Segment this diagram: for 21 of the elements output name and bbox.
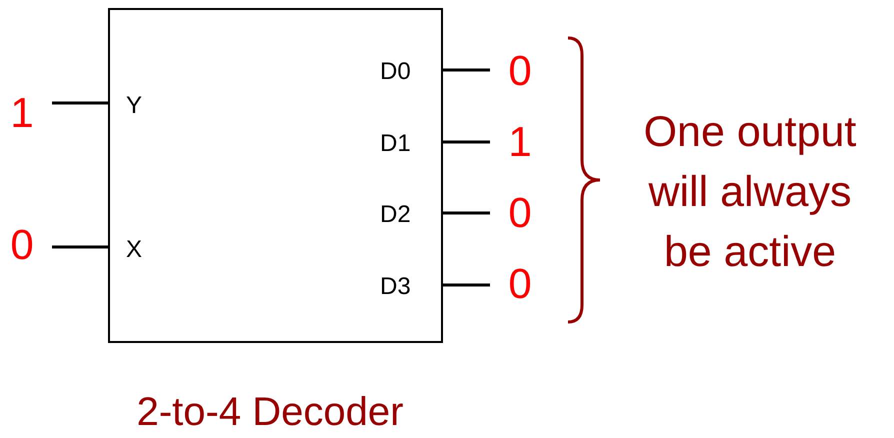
wire-line: [443, 212, 490, 214]
pin-label: D3: [380, 275, 411, 299]
signal-value: 0: [2, 224, 42, 266]
signal-value: 0: [500, 50, 540, 92]
signal-value: 1: [2, 92, 42, 134]
pin-label: Y: [126, 94, 142, 118]
wire-line: [52, 246, 108, 248]
wire-line: [443, 68, 490, 72]
pin-label: D0: [380, 60, 411, 84]
wire-line: [52, 102, 108, 104]
pin-label: D2: [380, 203, 411, 227]
pin-label: D1: [380, 132, 411, 156]
wire-line: [443, 140, 490, 144]
signal-value: 0: [500, 263, 540, 305]
decoder-caption: 2-to-4 Decoder: [136, 392, 404, 432]
signal-value: 1: [500, 121, 540, 163]
wire-line: [443, 284, 490, 286]
note-text: One output will always be active: [642, 107, 858, 278]
signal-value: 0: [500, 192, 540, 234]
pin-label: X: [126, 238, 142, 262]
decoder-box: [108, 8, 443, 343]
